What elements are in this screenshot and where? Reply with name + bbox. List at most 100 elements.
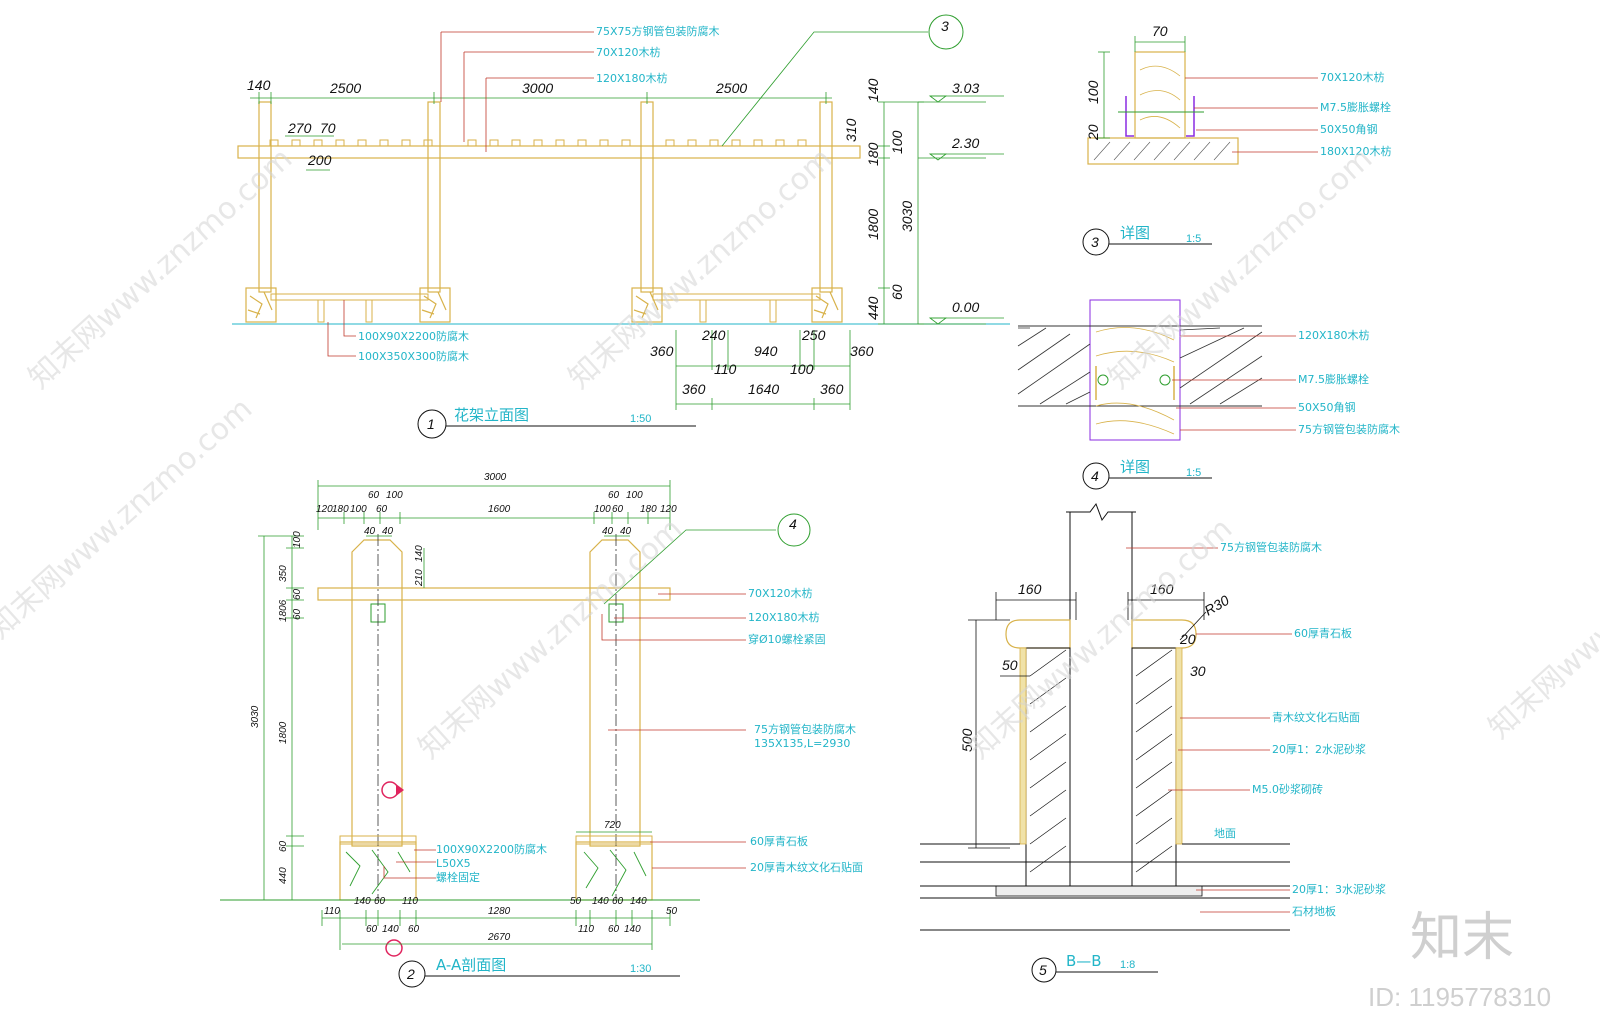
- watermark-4: 知末网www.znzmo.com: [0, 391, 259, 646]
- aa-dim-b15: 60: [608, 924, 620, 935]
- detail3-angles: [1125, 96, 1195, 137]
- dim-top-2500a: 2500: [329, 80, 361, 96]
- detail3-dim-100: 100: [1085, 80, 1101, 104]
- bb-dim-r30: R30: [1202, 592, 1232, 619]
- lbl-v2-1: 120X180木枋: [748, 610, 820, 624]
- bb-wall-hatch: [1029, 649, 1173, 873]
- aa-dim-1600: 1600: [488, 504, 511, 515]
- aa-dim-b9: 50: [666, 906, 678, 917]
- lbl-v1-4: 100X350X300防腐木: [358, 349, 469, 363]
- dim-r-1800: 1800: [865, 209, 881, 240]
- level-000: 0.00: [952, 299, 979, 315]
- lbl-v5-3: 20厚1：2水泥砂浆: [1272, 742, 1366, 756]
- aa-dim-1280: 1280: [488, 906, 511, 917]
- aa-dim-b3: 110: [402, 896, 418, 907]
- detail3-dim-20: 20: [1085, 124, 1101, 141]
- aa-dims-bottom: [321, 831, 671, 950]
- dim-b-360b: 360: [850, 343, 874, 359]
- view4-scale: 1:5: [1186, 467, 1201, 479]
- lbl-v2-6: 20厚青木纹文化石贴面: [750, 860, 863, 874]
- aa-dim-t11: 100: [626, 490, 643, 501]
- lbl-v1-3: 100X90X2200防腐木: [358, 329, 469, 343]
- dim-r-310: 310: [843, 118, 859, 142]
- lbl-v2-7: 100X90X2200防腐木: [436, 842, 547, 856]
- bb-dim-50: 50: [1002, 657, 1018, 673]
- aa-marker-red: [381, 781, 399, 799]
- dim-r-100: 100: [889, 130, 905, 154]
- detail3-dim-70: 70: [1152, 23, 1168, 39]
- lbl-v2-0: 70X120木枋: [748, 586, 813, 600]
- aa-dim-b8: 140: [630, 896, 647, 907]
- aa-dim-1800: 1800: [278, 721, 289, 744]
- aa-dim-3000: 3000: [484, 472, 507, 483]
- aa-dim-t10: 60: [608, 490, 620, 501]
- dim-lines-bottom: [675, 330, 851, 410]
- aa-dim-t1: 60: [368, 490, 380, 501]
- callout-line-4: [603, 529, 776, 605]
- lbl-v3-3: 180X120木枋: [1320, 144, 1392, 158]
- lbl-v5-0: 75方钢管包装防腐木: [1220, 540, 1322, 554]
- aa-dim-t4: 180: [332, 504, 349, 515]
- bb-wall-right: [1131, 647, 1177, 887]
- detail3-base: [1087, 137, 1239, 165]
- bb-coping-left: [1005, 619, 1071, 649]
- detail3-dims: [1098, 36, 1186, 139]
- aa-post-left: [351, 539, 403, 847]
- view1-scale: 1:50: [630, 413, 651, 425]
- dim-top-2500b: 2500: [715, 80, 747, 96]
- view-section-bb: 160 160 R30 20 30 50 500 75方钢管包装防腐木 60厚青…: [920, 502, 1386, 983]
- top-beam: [237, 145, 861, 159]
- view4-title-num: 4: [1091, 468, 1099, 484]
- aa-dim-t8: 100: [594, 504, 611, 515]
- aa-marker-red-arrow: [396, 784, 404, 796]
- bb-dim-160a: 160: [1018, 581, 1042, 597]
- dim-b-110: 110: [714, 361, 737, 377]
- view5-scale: 1:8: [1120, 959, 1135, 971]
- aa-dims-left: [258, 535, 304, 901]
- view2-scale: 1:30: [630, 963, 651, 975]
- view3-title-num: 3: [1091, 234, 1099, 250]
- aa-dim-b7: 60: [612, 896, 624, 907]
- bb-dims: [968, 592, 1207, 849]
- image-id: ID: 1195778310: [1368, 982, 1551, 1012]
- aa-dim-l2: 60: [292, 588, 303, 600]
- bb-break: [1066, 502, 1136, 522]
- dim-b-100: 100: [790, 361, 814, 377]
- lbl-v2-4: 135X135,L=2930: [754, 737, 850, 750]
- level-markers: [928, 95, 1004, 325]
- detail4-bolt-r: [1159, 374, 1171, 386]
- aa-dim-b10: 60: [366, 924, 378, 935]
- view3-scale: 1:5: [1186, 233, 1201, 245]
- dim-b-360a: 360: [650, 343, 674, 359]
- aa-marker-red-2: [385, 939, 403, 957]
- lbl-v2-3: 75方钢管包装防腐木: [754, 722, 856, 736]
- view3-title-circle: [1082, 228, 1110, 256]
- lbl-v1-0: 75X75方钢管包装防腐木: [596, 24, 720, 38]
- callout-line-3: [721, 31, 928, 147]
- aa-dim-b16: 140: [624, 924, 641, 935]
- lbl-v5-2: 青木纹文化石贴面: [1272, 710, 1360, 724]
- posts: [258, 101, 833, 293]
- leaders-view4: [1172, 335, 1296, 431]
- lbl-v5-6: 20厚1：3水泥砂浆: [1292, 882, 1386, 896]
- lbl-v1-1: 70X120木枋: [596, 45, 661, 59]
- lbl-v2-8: L50X5: [436, 857, 471, 870]
- leaders-view3: [1185, 77, 1318, 153]
- bench: [270, 293, 821, 323]
- leaders-view2: [383, 593, 746, 879]
- aa-dim-t15: 40: [382, 526, 394, 537]
- aa-dim-b0: 110: [324, 906, 340, 917]
- level-303: 3.03: [952, 80, 979, 96]
- dim-r-440: 440: [865, 296, 881, 320]
- lbl-v4-0: 120X180木枋: [1298, 328, 1370, 342]
- bb-mortar: [995, 885, 1203, 897]
- aa-dim-t16: 40: [602, 526, 614, 537]
- dim-b-240: 240: [701, 327, 726, 343]
- detail3-base-hatch: [1093, 141, 1231, 161]
- aa-dim-t5: 100: [350, 504, 367, 515]
- aa-dim-b5: 50: [570, 896, 582, 907]
- aa-dim-t13: 120: [660, 504, 677, 515]
- view4-title-circle: [1082, 462, 1110, 490]
- leaders-view5: [1126, 547, 1292, 913]
